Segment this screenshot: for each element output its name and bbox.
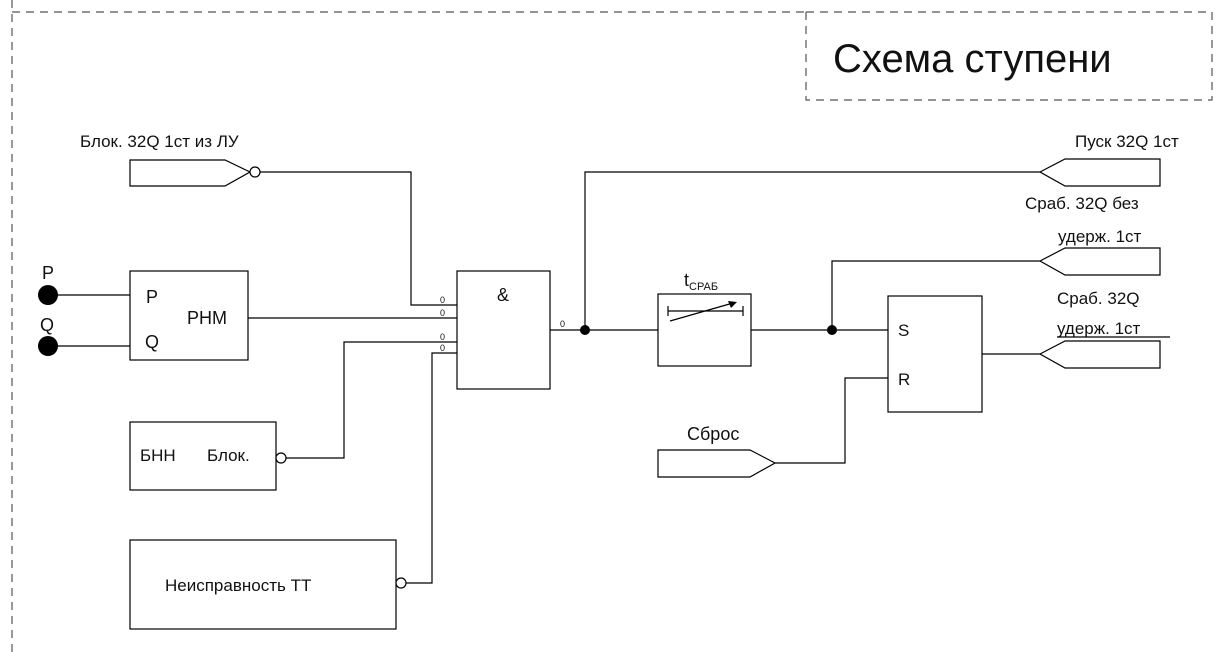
trip-hold-label-line2: удерж. 1ст — [1057, 319, 1141, 338]
block-lu-input-connector — [129, 159, 252, 187]
start-output-connector — [1038, 158, 1161, 187]
wire-reset-to-sr — [775, 377, 888, 464]
trip-hold-label-line1: Сраб. 32Q — [1057, 289, 1140, 308]
and-gate — [456, 270, 551, 390]
ct-fault-inversion-circle — [395, 577, 407, 589]
block-lu-label: Блок. 32Q 1ст из ЛУ — [80, 132, 239, 151]
and-input-3-inversion-flag: 0 — [440, 332, 445, 342]
trip-nohold-label-line1: Сраб. 32Q без — [1025, 194, 1139, 213]
and-output-flag: 0 — [560, 319, 565, 329]
timer-label: tСРАБ — [684, 270, 718, 293]
timer-label-t: t — [684, 270, 689, 290]
sr-latch-r-pin: R — [898, 370, 910, 389]
and-gate-symbol: & — [497, 285, 509, 305]
trip-nohold-output-connector — [1038, 247, 1161, 276]
rnm-p-pin: P — [146, 287, 158, 307]
rnm-q-pin: Q — [145, 332, 159, 352]
reset-input-connector — [657, 449, 777, 478]
wire-to-trip-nohold-output — [831, 260, 1040, 330]
reset-label: Сброс — [687, 424, 739, 444]
bnn-inversion-circle — [275, 452, 287, 464]
bnn-block-output-label: Блок. — [207, 446, 250, 465]
timer-block — [657, 293, 752, 367]
and-input-2-inversion-flag: 0 — [440, 308, 445, 318]
and-input-4-inversion-flag: 0 — [440, 343, 445, 353]
ct-fault-block-name: Неисправность ТТ — [165, 576, 311, 595]
sr-latch-s-pin: S — [898, 321, 909, 340]
wire-block-lu-to-and — [260, 171, 457, 306]
ct-fault-block — [129, 539, 397, 630]
q-terminal-label: Q — [40, 315, 54, 335]
diagram-title: Схема ступени — [833, 37, 1112, 81]
wire-ct-fault-to-and — [406, 352, 457, 584]
trip-hold-output-connector — [1038, 340, 1161, 369]
wire-bnn-to-and — [286, 341, 457, 459]
sr-latch — [887, 295, 983, 413]
and-input-1-inversion-flag: 0 — [440, 295, 445, 305]
start-output-label: Пуск 32Q 1ст — [1075, 132, 1179, 151]
title-frame — [805, 11, 1213, 101]
timer-adjust-arrow — [669, 302, 734, 322]
wire-to-start-output — [584, 171, 1040, 330]
p-terminal-label: P — [42, 263, 54, 283]
timer-label-sub: СРАБ — [689, 281, 718, 293]
trip-nohold-label-line2: удерж. 1ст — [1058, 227, 1142, 246]
rnm-block-name: РНМ — [187, 308, 227, 328]
bnn-block — [129, 421, 277, 491]
rnm-block — [129, 270, 249, 361]
bnn-block-name: БНН — [140, 446, 176, 465]
timer-adjust-arrowhead — [728, 301, 737, 308]
block-lu-inversion-circle — [249, 166, 261, 178]
